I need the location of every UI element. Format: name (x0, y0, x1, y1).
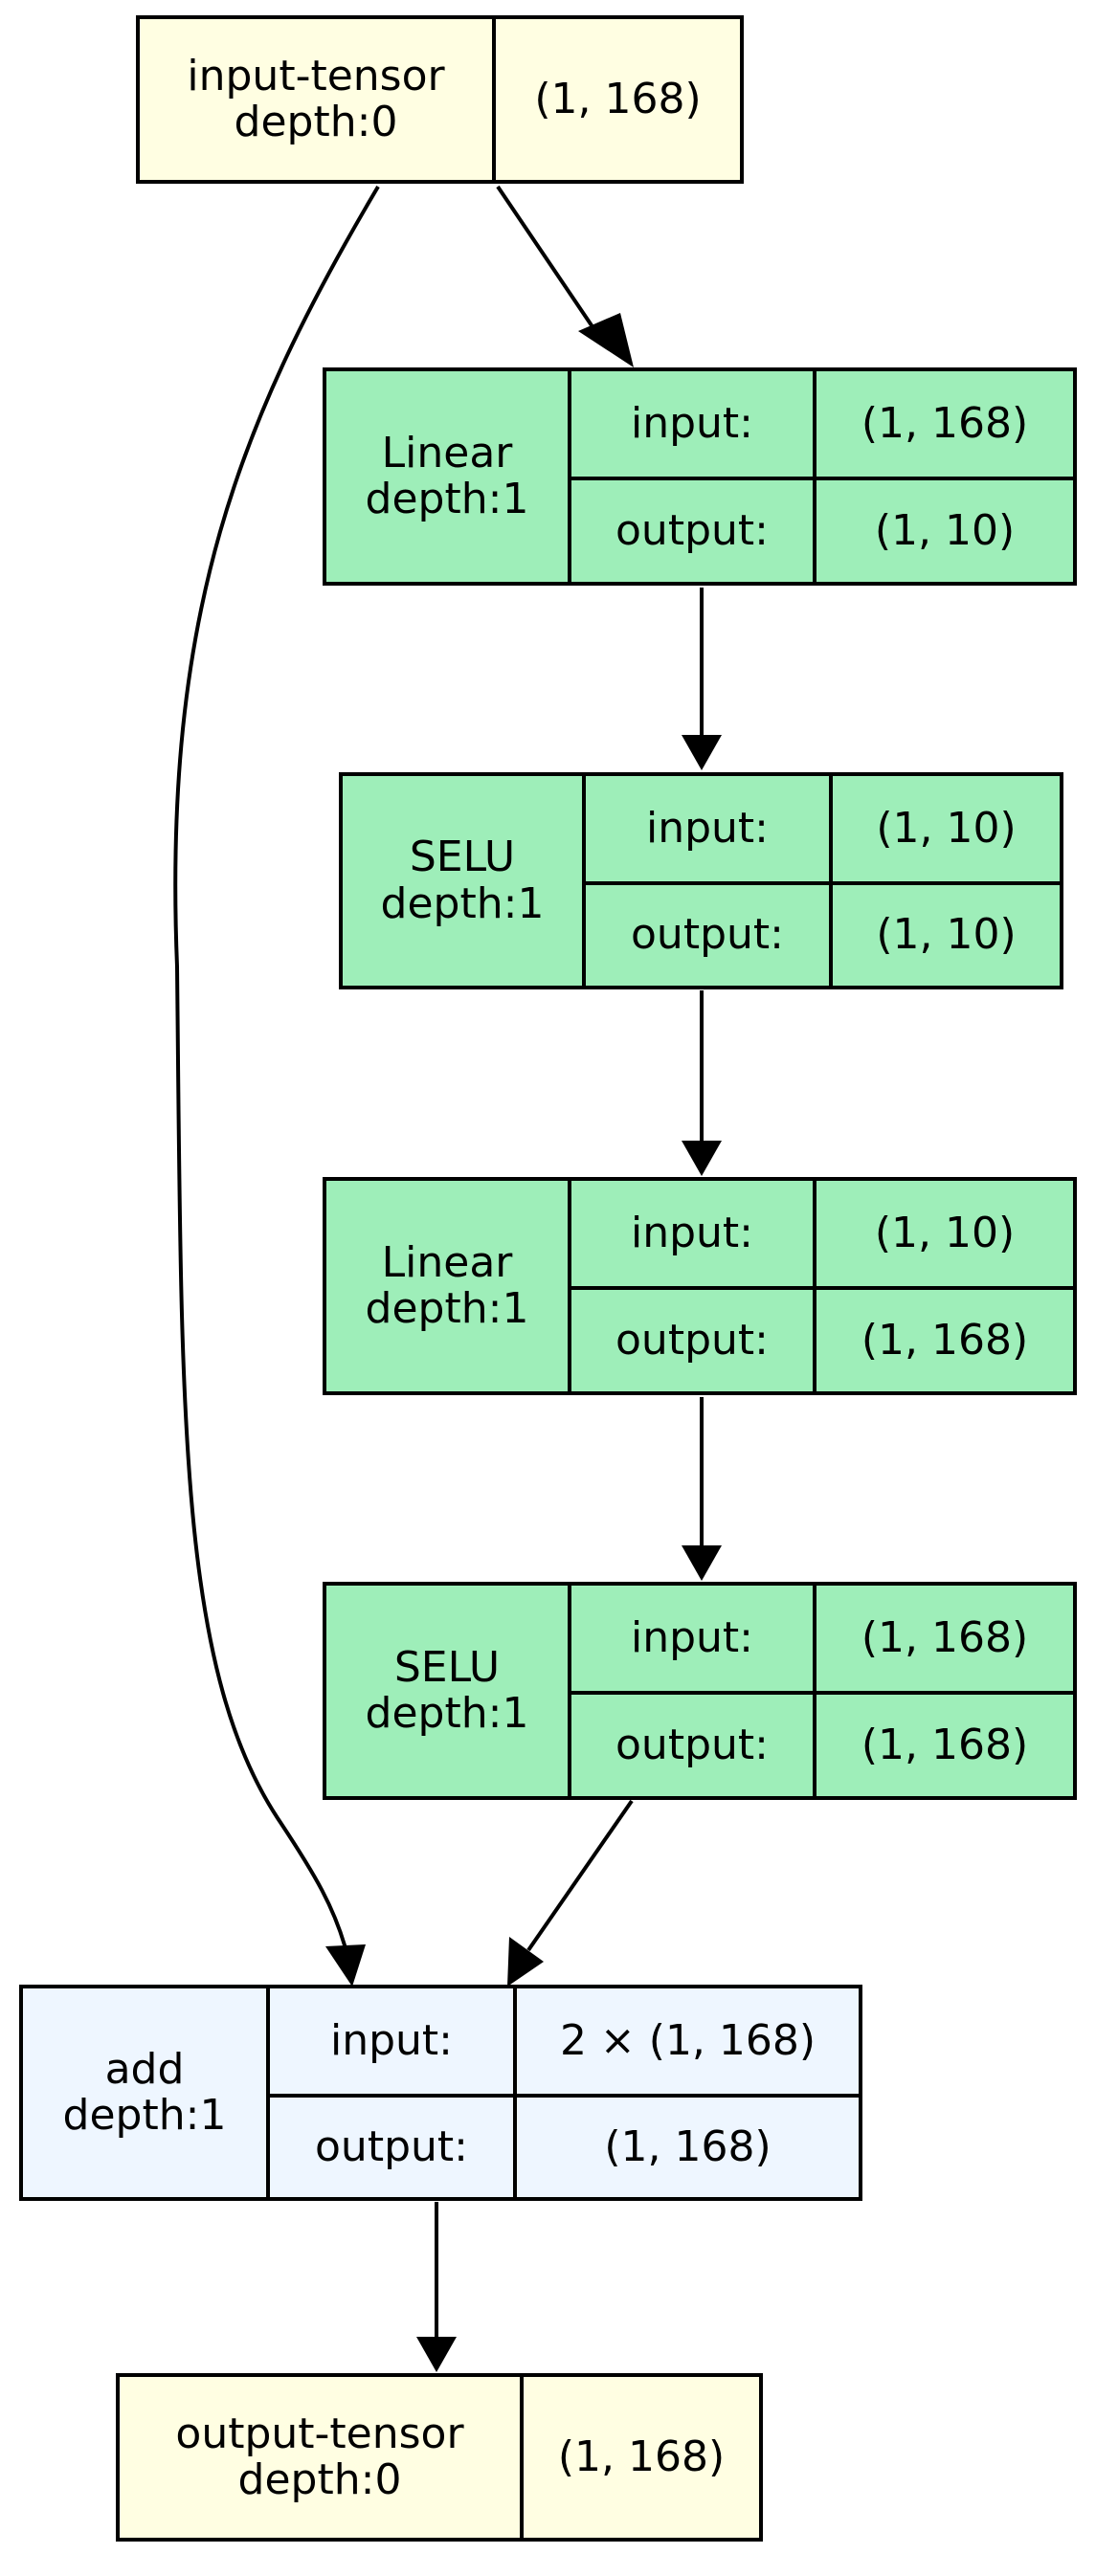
arrowhead-add-right (507, 1937, 544, 1987)
arrowhead-linear1 (578, 313, 634, 367)
input-label: input: (630, 398, 753, 448)
node-name: SELU (393, 1642, 501, 1692)
node-linear-2: Linear depth:1 input: (1, 10) output: (1… (323, 1177, 1077, 1395)
node-depth: depth:1 (365, 475, 529, 523)
output-label: output: (615, 1720, 769, 1769)
node-linear-1-title: Linear depth:1 (326, 371, 568, 582)
input-label: input: (329, 2015, 453, 2065)
node-name: input-tensor (187, 51, 445, 100)
edge-input-to-linear1 (496, 185, 597, 333)
node-depth: depth:1 (62, 2091, 227, 2140)
arrowhead-selu1 (682, 735, 722, 770)
input-label: input: (630, 1208, 753, 1257)
node-name: output-tensor (175, 2409, 464, 2458)
node-selu-1: SELU depth:1 input: (1, 10) output: (1, … (339, 772, 1063, 989)
node-linear-2-title: Linear depth:1 (326, 1181, 568, 1391)
node-add-title: add depth:1 (23, 1988, 266, 2197)
output-shape: (1, 168) (861, 1720, 1029, 1769)
node-input-tensor: input-tensor depth:0 (1, 168) (136, 15, 744, 184)
node-output-tensor-title: output-tensor depth:0 (120, 2377, 520, 2538)
output-label: output: (615, 1315, 769, 1365)
arrowhead-output (416, 2337, 457, 2372)
output-shape: (1, 168) (861, 1315, 1029, 1365)
edge-input-skip-to-add (173, 185, 380, 1953)
output-label: output: (615, 505, 769, 555)
node-output-tensor: output-tensor depth:0 (1, 168) (116, 2373, 763, 2542)
input-shape: (1, 168) (861, 398, 1029, 448)
node-name: SELU (409, 833, 516, 882)
input-label: input: (630, 1612, 753, 1662)
node-linear-1: Linear depth:1 input: (1, 168) output: (… (323, 367, 1077, 586)
node-add: add depth:1 input: 2 × (1, 168) output: … (19, 1985, 862, 2201)
input-shape: (1, 10) (874, 1208, 1016, 1257)
node-depth: depth:0 (237, 2455, 402, 2504)
input-shape: (1, 10) (876, 803, 1017, 853)
node-name: Linear (381, 1237, 513, 1287)
node-input-tensor-title: input-tensor depth:0 (140, 19, 492, 180)
node-selu-2-title: SELU depth:1 (326, 1586, 568, 1796)
node-selu-2: SELU depth:1 input: (1, 168) output: (1,… (323, 1582, 1077, 1800)
node-depth: depth:1 (365, 1689, 529, 1738)
node-selu-1-title: SELU depth:1 (343, 776, 582, 986)
node-output-tensor-shape: (1, 168) (557, 2432, 726, 2481)
node-input-tensor-shape: (1, 168) (534, 74, 702, 123)
edge-selu2-to-add (526, 1799, 634, 1952)
arrowhead-add-left (325, 1944, 366, 1987)
output-shape: (1, 10) (874, 505, 1016, 555)
output-shape: (1, 10) (876, 910, 1017, 960)
arrowhead-selu2 (682, 1545, 722, 1581)
node-depth: depth:0 (234, 98, 398, 146)
input-shape: 2 × (1, 168) (559, 2015, 816, 2065)
node-depth: depth:1 (365, 1284, 529, 1333)
node-name: Linear (381, 428, 513, 477)
input-shape: (1, 168) (861, 1612, 1029, 1662)
arrowhead-linear2 (682, 1141, 722, 1176)
output-label: output: (631, 910, 784, 960)
input-label: input: (645, 803, 769, 853)
output-shape: (1, 168) (604, 2121, 772, 2171)
node-name: add (104, 2044, 185, 2094)
node-depth: depth:1 (380, 878, 545, 928)
output-label: output: (315, 2121, 468, 2171)
